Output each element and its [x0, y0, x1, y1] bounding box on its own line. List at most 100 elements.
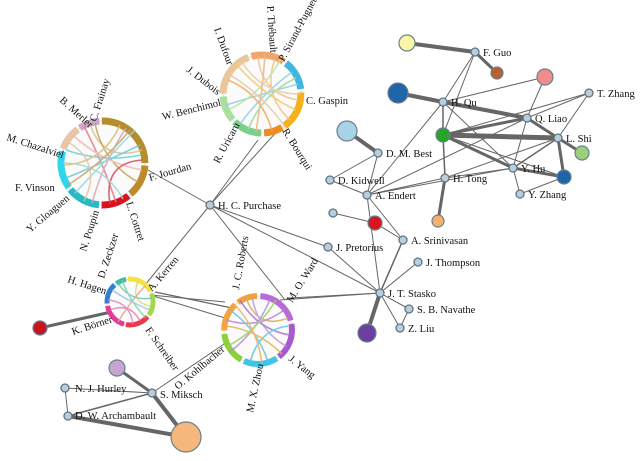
label-benchimol: W. Benchimol: [161, 98, 222, 123]
node-green[interactable]: [435, 127, 451, 143]
label-kohlbacher: O. Kohlbacher: [173, 344, 228, 392]
node-qu[interactable]: [438, 97, 448, 107]
node-miksch[interactable]: [147, 388, 157, 398]
node-peach[interactable]: [170, 421, 202, 453]
node-red[interactable]: [367, 215, 383, 231]
node-liao[interactable]: [522, 113, 532, 123]
node-thompson[interactable]: [413, 257, 423, 267]
edge: [366, 101, 444, 196]
label-guo: F. Guo: [483, 48, 511, 59]
label-stasko: J. T. Stasko: [388, 289, 436, 300]
node-unlabeled-1[interactable]: [328, 208, 338, 218]
label-zhang-y: Y. Zhang: [528, 190, 567, 201]
label-kidwell: D. Kidwell: [338, 176, 385, 187]
edge: [442, 51, 476, 136]
label-chazalviel: M. Chazalviel: [5, 132, 65, 161]
label-zhang-t: T. Zhang: [597, 89, 635, 100]
node-light-green[interactable]: [574, 145, 590, 161]
edge: [67, 392, 153, 417]
edge: [444, 167, 514, 179]
edge: [209, 204, 381, 294]
node-dark-blue[interactable]: [387, 82, 409, 104]
node-shi[interactable]: [553, 133, 563, 143]
edge: [442, 133, 514, 170]
node-zhang-y[interactable]: [515, 189, 525, 199]
edge: [329, 152, 379, 181]
label-pretorius: J. Pretorius: [336, 243, 383, 254]
edge: [442, 116, 528, 137]
label-poupin: N. Poupin: [78, 208, 102, 253]
edge: [209, 139, 259, 206]
label-srinivasan: A. Srinivasan: [411, 236, 469, 247]
edge: [557, 92, 590, 139]
labels: F. Jourdan F. Vinson M. Chazalviel B. Me…: [5, 0, 635, 422]
label-schreiber: F. Schreiber: [143, 325, 181, 373]
node-blue[interactable]: [556, 169, 572, 185]
label-roberts: J. C. Roberts: [231, 235, 251, 290]
edge: [442, 134, 565, 178]
node-orange[interactable]: [431, 214, 445, 228]
label-vinson: F. Vinson: [15, 183, 56, 194]
node-pretorius[interactable]: [323, 242, 333, 252]
node-archambault[interactable]: [63, 411, 73, 421]
label-bourqui: R. Bourqui: [279, 127, 313, 172]
node-light-blue[interactable]: [336, 120, 358, 142]
node-guo[interactable]: [470, 47, 480, 57]
label-thompson: J. Thompson: [426, 258, 481, 269]
edge: [526, 116, 559, 140]
edge: [379, 261, 419, 294]
node-best[interactable]: [373, 148, 383, 158]
edge: [366, 167, 514, 196]
edge: [512, 117, 528, 169]
label-hurley: N. J. Hurley: [75, 384, 127, 395]
label-archambault: D. W. Archambault: [75, 411, 156, 422]
label-kerren: A. Kerren: [146, 254, 182, 294]
node-brown[interactable]: [490, 66, 504, 80]
chord-cluster-kerren: [104, 276, 156, 328]
node-pink[interactable]: [536, 68, 554, 86]
edge: [442, 92, 590, 136]
label-jourdan: F. Jourdan: [148, 161, 194, 184]
edges: [39, 41, 590, 439]
edge: [64, 387, 69, 417]
edge: [209, 204, 329, 248]
edge: [444, 137, 559, 179]
edge: [512, 137, 559, 169]
edge: [442, 132, 559, 141]
node-dark-red[interactable]: [32, 320, 48, 336]
node-zhang-t[interactable]: [584, 88, 594, 98]
edge: [442, 76, 546, 103]
label-gloaguen: Y. Gloaguen: [25, 193, 73, 236]
node-navathe[interactable]: [404, 304, 414, 314]
edge: [519, 176, 565, 195]
edge: [512, 166, 565, 179]
edge: [147, 169, 211, 206]
edge: [39, 308, 121, 330]
node-tong[interactable]: [440, 173, 450, 183]
label-frainay: C. Frainay: [88, 77, 112, 123]
node-hurley[interactable]: [60, 383, 70, 393]
edge: [209, 127, 281, 206]
node-srinivasan[interactable]: [398, 235, 408, 245]
edge: [149, 294, 226, 319]
node-purchase[interactable]: [205, 200, 215, 210]
node-hu[interactable]: [508, 163, 518, 173]
edge: [64, 387, 153, 394]
edge: [366, 117, 528, 196]
node-lavender[interactable]: [108, 359, 126, 377]
label-gaspin: C. Gaspin: [306, 96, 349, 107]
node-stasko[interactable]: [375, 288, 385, 298]
chord-cluster-roberts: [221, 293, 295, 367]
label-purchase: H. C. Purchase: [218, 201, 281, 212]
label-endert: A. Endert: [375, 191, 416, 202]
node-endert[interactable]: [362, 190, 372, 200]
node-liu[interactable]: [395, 323, 405, 333]
label-best: D. M. Best: [386, 149, 432, 160]
nodes: [32, 34, 594, 453]
node-purple[interactable]: [357, 323, 377, 343]
label-liu: Z. Liu: [408, 324, 435, 335]
label-zhou: M. X. Zhou: [245, 362, 266, 414]
node-yellow[interactable]: [398, 34, 416, 52]
node-kidwell[interactable]: [325, 175, 335, 185]
